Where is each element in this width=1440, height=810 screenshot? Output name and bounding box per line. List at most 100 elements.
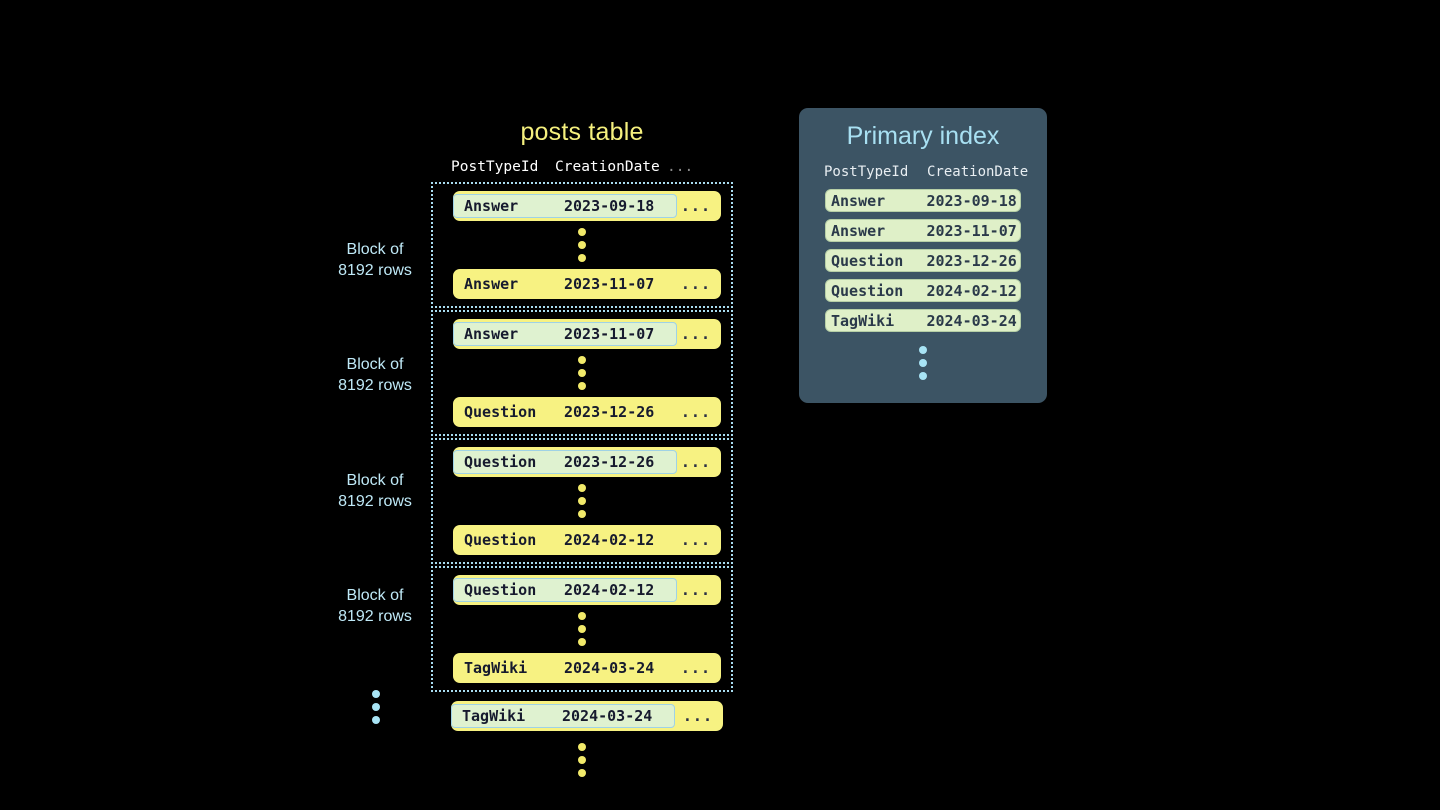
posts-table-section: posts table PostTypeId CreationDate ... … xyxy=(431,118,733,784)
row-creationdate: 2024-03-24 xyxy=(564,659,655,677)
posts-table-column-headers: PostTypeId CreationDate ... xyxy=(431,159,733,175)
row-ellipsis: ... xyxy=(680,453,711,471)
index-posttypeid: Question xyxy=(831,281,904,300)
block-label-line1: Block of xyxy=(346,356,404,373)
row-posttypeid: Question xyxy=(464,403,537,421)
row-block-4: Question 2024-02-12 ... TagWiki 2024-03-… xyxy=(431,566,733,692)
index-entry: Question 2024-02-12 xyxy=(825,279,1021,302)
index-creationdate: 2024-03-24 xyxy=(926,311,1017,330)
dot xyxy=(578,625,586,633)
column-header-ellipsis: ... xyxy=(667,159,694,175)
dot xyxy=(372,703,380,711)
row-posttypeid: Answer xyxy=(464,275,519,293)
dot xyxy=(578,484,586,492)
dot xyxy=(578,254,586,262)
table-row: Question 2023-12-26 ... xyxy=(453,447,721,477)
dot xyxy=(578,228,586,236)
row-posttypeid: TagWiki xyxy=(464,659,528,677)
block-label-line1: Block of xyxy=(346,587,404,604)
index-creationdate: 2023-11-07 xyxy=(926,221,1017,240)
dot xyxy=(578,497,586,505)
row-block-2: Answer 2023-11-07 ... Question 2023-12-2… xyxy=(431,310,733,436)
row-posttypeid: Question xyxy=(464,581,537,599)
table-row: Question 2023-12-26 ... xyxy=(453,397,721,427)
index-column-header-creationdate: CreationDate xyxy=(927,164,1029,180)
row-ellipsis: ... xyxy=(680,275,711,293)
row-posttypeid: Answer xyxy=(464,325,519,343)
dot xyxy=(578,756,586,764)
dot xyxy=(372,716,380,724)
dot xyxy=(578,769,586,777)
row-continuation-dots xyxy=(433,605,731,653)
index-creationdate: 2023-12-26 xyxy=(926,251,1017,270)
row-posttypeid: Question xyxy=(464,453,537,471)
row-posttypeid: TagWiki xyxy=(462,707,526,725)
index-posttypeid: Answer xyxy=(831,221,886,240)
row-creationdate: 2023-12-26 xyxy=(564,453,655,471)
column-header-creationdate: CreationDate xyxy=(555,159,660,175)
block-label-line2: 8192 rows xyxy=(338,493,412,510)
row-continuation-dots xyxy=(433,221,731,269)
block-label-4: Block of 8192 rows xyxy=(300,585,450,627)
dot xyxy=(578,382,586,390)
index-entry: Question 2023-12-26 xyxy=(825,249,1021,272)
row-ellipsis: ... xyxy=(680,403,711,421)
table-row: Question 2024-02-12 ... xyxy=(453,575,721,605)
index-posttypeid: TagWiki xyxy=(831,311,895,330)
index-continuation-dots xyxy=(799,339,1047,387)
block-label-line1: Block of xyxy=(346,241,404,258)
row-posttypeid: Answer xyxy=(464,197,519,215)
dot xyxy=(919,346,927,354)
block-label-3: Block of 8192 rows xyxy=(300,470,450,512)
dot xyxy=(578,638,586,646)
index-creationdate: 2023-09-18 xyxy=(926,191,1017,210)
table-row: Answer 2023-09-18 ... xyxy=(453,191,721,221)
block-label-2: Block of 8192 rows xyxy=(300,354,450,396)
row-creationdate: 2023-09-18 xyxy=(564,197,655,215)
block-list-continuation-dots xyxy=(360,683,392,731)
block-label-line2: 8192 rows xyxy=(338,608,412,625)
trailing-row-container: TagWiki 2024-03-24 ... xyxy=(431,701,733,731)
row-ellipsis: ... xyxy=(680,531,711,549)
primary-index-title: Primary index xyxy=(846,122,1000,150)
row-ellipsis: ... xyxy=(680,197,711,215)
dot xyxy=(578,241,586,249)
dot xyxy=(372,690,380,698)
index-entry: TagWiki 2024-03-24 xyxy=(825,309,1021,332)
row-creationdate: 2024-02-12 xyxy=(564,581,655,599)
primary-index-column-headers: PostTypeId CreationDate xyxy=(799,164,1047,180)
dot xyxy=(919,359,927,367)
row-creationdate: 2023-12-26 xyxy=(564,403,655,421)
row-ellipsis: ... xyxy=(680,659,711,677)
table-row: TagWiki 2024-03-24 ... xyxy=(453,653,721,683)
primary-index-panel: Primary index PostTypeId CreationDate An… xyxy=(799,108,1047,403)
block-label-line2: 8192 rows xyxy=(338,377,412,394)
row-posttypeid: Question xyxy=(464,531,537,549)
block-label-line2: 8192 rows xyxy=(338,262,412,279)
row-creationdate: 2023-11-07 xyxy=(564,325,655,343)
index-entry: Answer 2023-09-18 xyxy=(825,189,1021,212)
table-row: Question 2024-02-12 ... xyxy=(453,525,721,555)
row-creationdate: 2023-11-07 xyxy=(564,275,655,293)
table-row: Answer 2023-11-07 ... xyxy=(453,269,721,299)
table-row: Answer 2023-11-07 ... xyxy=(453,319,721,349)
index-creationdate: 2024-02-12 xyxy=(926,281,1017,300)
row-ellipsis: ... xyxy=(682,707,713,725)
row-creationdate: 2024-02-12 xyxy=(564,531,655,549)
index-entry: Answer 2023-11-07 xyxy=(825,219,1021,242)
row-creationdate: 2024-03-24 xyxy=(562,707,653,725)
row-block-3: Question 2023-12-26 ... Question 2024-02… xyxy=(431,438,733,564)
dot xyxy=(578,369,586,377)
row-ellipsis: ... xyxy=(680,581,711,599)
index-posttypeid: Question xyxy=(831,251,904,270)
index-column-header-posttypeid: PostTypeId xyxy=(824,164,909,180)
table-continuation-dots xyxy=(431,736,733,784)
column-header-posttypeid: PostTypeId xyxy=(451,159,539,175)
dot xyxy=(578,356,586,364)
row-continuation-dots xyxy=(433,477,731,525)
block-label-line1: Block of xyxy=(346,472,404,489)
dot xyxy=(578,743,586,751)
row-continuation-dots xyxy=(433,349,731,397)
posts-table-title: posts table xyxy=(520,118,644,146)
row-block-1: Answer 2023-09-18 ... Answer 2023-11-07 … xyxy=(431,182,733,308)
